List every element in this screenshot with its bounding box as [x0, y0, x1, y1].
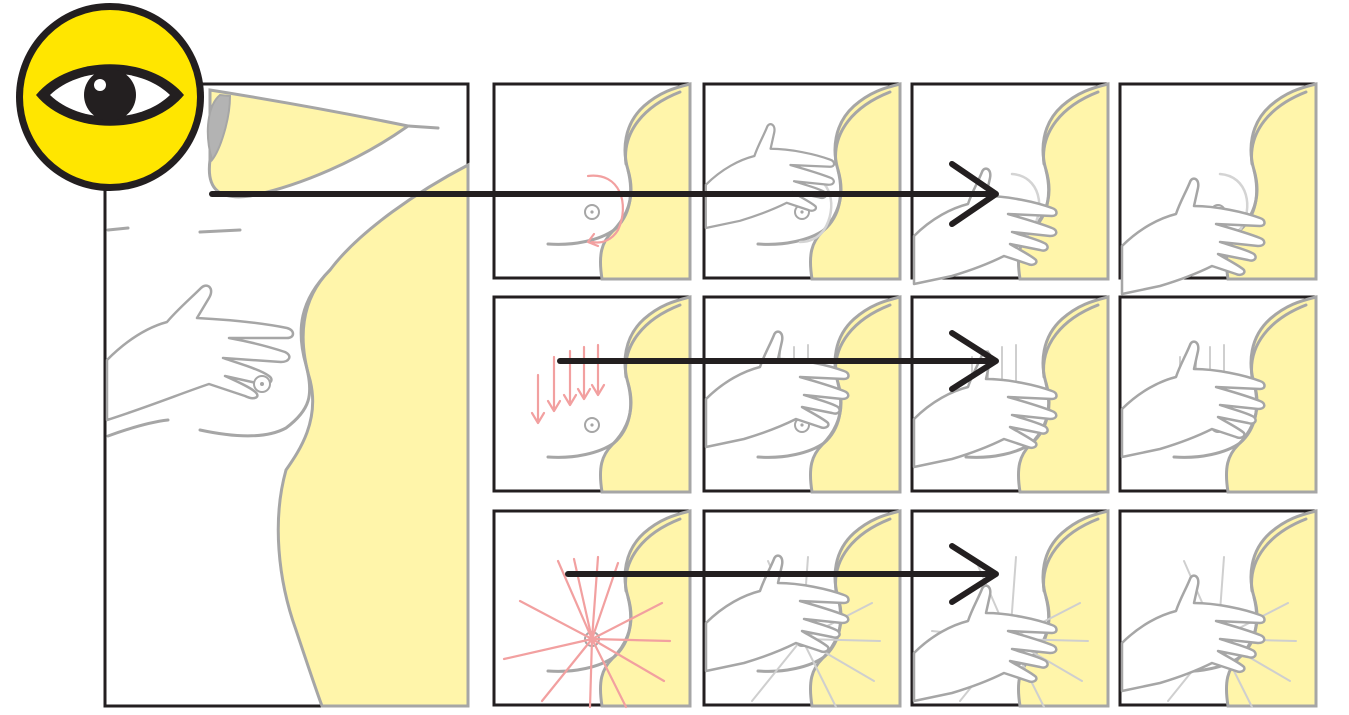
sequence-arrow-row1	[209, 161, 999, 227]
panel-r3-c1	[492, 509, 692, 709]
panel-r1-c3	[910, 82, 1110, 286]
panel-r2-c2	[702, 295, 902, 494]
panel-r2-c4	[1118, 295, 1318, 494]
row-radial	[492, 509, 1318, 709]
panel-r2-c1	[492, 295, 692, 494]
panel-r1-c2	[702, 82, 902, 281]
row-vertical	[492, 295, 1318, 494]
sequence-arrow-row3	[565, 543, 999, 605]
panel-r3-c2	[702, 509, 902, 708]
panel-r3-c4	[1118, 509, 1318, 708]
main-torso-panel	[103, 82, 470, 708]
panel-r1-c4	[1118, 82, 1318, 296]
row-circular	[492, 82, 1318, 296]
panel-r1-c1	[492, 82, 692, 281]
panel-r2-c3	[910, 295, 1110, 494]
sequence-arrow-row2	[557, 330, 999, 392]
panel-r3-c3	[910, 509, 1110, 708]
eye-icon	[16, 3, 204, 191]
